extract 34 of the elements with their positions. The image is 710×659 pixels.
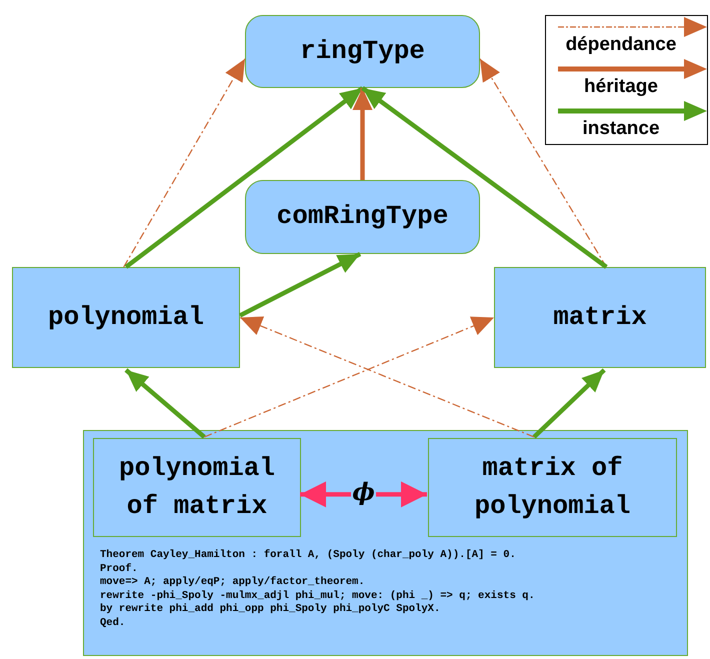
code-line: Theorem Cayley_Hamilton : forall A, (Spoly (char_poly A)).[A] = 0. [100,549,516,562]
edge-label: ϕ [351,480,376,504]
concept-box [93,438,301,537]
legend-label: instance [581,119,661,138]
concept-box [494,267,706,368]
arrow [124,86,364,269]
dependency-arrow [123,58,246,268]
arrow [300,481,427,508]
legend-label: dépendance [564,35,678,54]
dependency-arrow [204,316,494,438]
code-line: by rewrite phi_add phi_opp phi_Spoly phi_polyC SpolyX. [100,603,440,616]
node-title: comRingType [276,200,448,234]
arrow [124,368,206,439]
arrow [352,88,372,180]
legend-label: héritage [583,77,659,96]
dependency-arrow [479,58,607,268]
proof-panel [83,430,688,656]
type-box [245,180,480,254]
code-line: move=> A; apply/eqP; apply/factor_theorem. [100,576,365,590]
arrow [238,252,362,318]
node-title: matrix [553,300,647,334]
code-line: Proof. [100,562,138,576]
code-line: Qed. [100,616,126,630]
node-title: polynomial of matrix [118,452,276,522]
node-title: matrix of polynomial [473,452,632,522]
arrow [532,368,606,439]
node-title: ringType [300,34,425,68]
arrow [361,86,608,269]
type-box [245,15,480,88]
dependency-arrow [240,316,534,438]
concept-box [428,438,677,537]
code-line: rewrite -phi_Spoly -mulmx_adjl phi_mul; move: (phi _) => q; exists q. [100,590,535,603]
node-title: polynomial [48,300,204,334]
concept-box [12,267,240,368]
